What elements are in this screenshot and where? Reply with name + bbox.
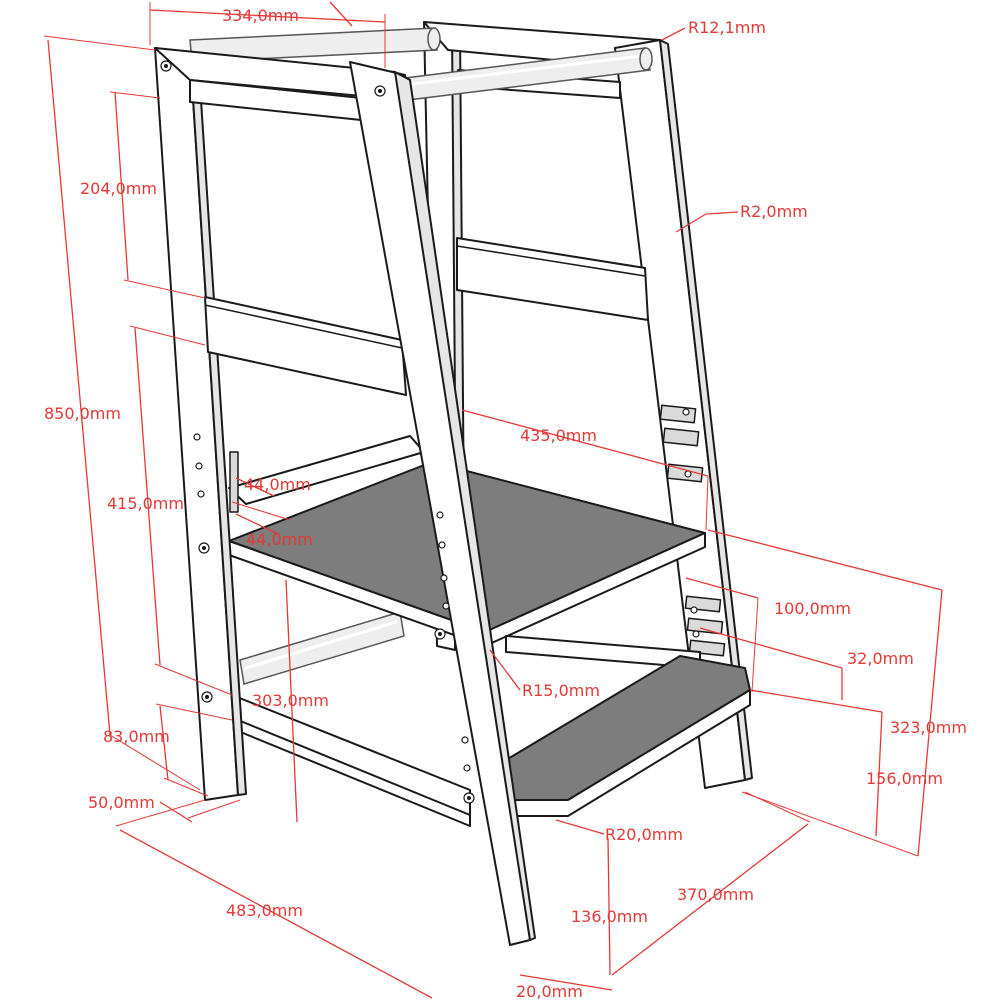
- dim-upper-rail-gap-label: 204,0mm: [80, 179, 157, 198]
- dim-rail-a-label: 44,0mm: [244, 475, 311, 494]
- dim-step-corner-radius-label: R20,0mm: [605, 825, 683, 844]
- dim-platform-depth-label: 435,0mm: [520, 426, 597, 445]
- dim-board-thickness-label: 20,0mm: [516, 982, 583, 1000]
- dim-base-width-label: 483,0mm: [226, 901, 303, 920]
- dim-step-offset-label: 100,0mm: [774, 599, 851, 618]
- lower-handrail: [239, 611, 405, 685]
- dim-lower-rail-height-label: 303,0mm: [252, 691, 329, 710]
- dim-top-width-label: 334,0mm: [222, 6, 299, 25]
- dim-platform-corner-radius-label: R15,0mm: [522, 681, 600, 700]
- dim-base-depth-label: 370,0mm: [677, 885, 754, 904]
- dim-overall-height-label: 850,0mm: [44, 404, 121, 423]
- dim-step-height-label: 156,0mm: [866, 769, 943, 788]
- dim-step-rise-label: 136,0mm: [571, 907, 648, 926]
- dimension-lines: [43, 1, 943, 999]
- dim-top-radius-label: R12,1mm: [688, 18, 766, 37]
- front-frame: [154, 47, 536, 946]
- dim-rail-b-label: 44,0mm: [246, 530, 313, 549]
- dim-platform-height-label: 415,0mm: [107, 494, 184, 513]
- dim-leg-width-label: 50,0mm: [88, 793, 155, 812]
- dim-upright-radius-label: R2,0mm: [740, 202, 808, 221]
- dim-rear-height-label: 323,0mm: [890, 718, 967, 737]
- dim-slot-pitch-label: 32,0mm: [847, 649, 914, 668]
- dim-bottom-rail-height-label: 83,0mm: [103, 727, 170, 746]
